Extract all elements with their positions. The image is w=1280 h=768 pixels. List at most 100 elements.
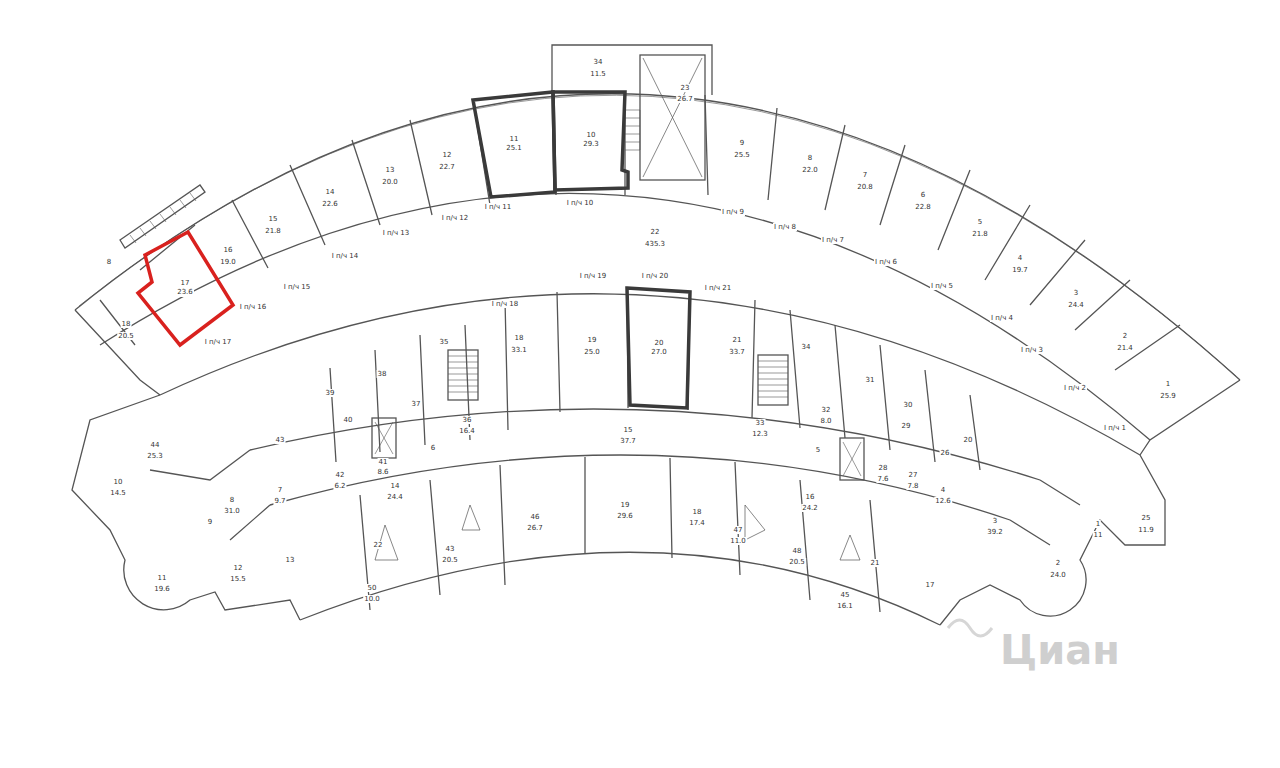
room-label: 45 [840, 591, 851, 599]
room-area: 27.0 [650, 348, 668, 357]
room-label: 8 [106, 258, 112, 266]
room-label: 29 [901, 422, 912, 430]
room-label: 41 [378, 458, 389, 466]
room-label: 7 [277, 486, 283, 494]
room-outline-shape [627, 288, 690, 408]
watermark: Циан [999, 628, 1121, 672]
room-label: I п/ч 3 [1020, 346, 1044, 354]
room-label: 20.5 [117, 332, 135, 340]
room-label: 5 [977, 218, 983, 226]
room-label: 21 [870, 559, 881, 567]
room-label: 3 [1073, 289, 1079, 297]
room-label: I п/ч 16 [239, 303, 268, 311]
room-area: 29.3 [582, 140, 600, 149]
room-label: I п/ч 20 [641, 272, 670, 280]
room-label: 25.5 [733, 151, 751, 159]
room-label: 22 [373, 541, 384, 549]
room-label: 13 [385, 166, 396, 174]
room-label: 4 [1017, 254, 1023, 262]
room-label: 25 [1141, 514, 1152, 522]
room-label: 20.0 [381, 178, 399, 186]
room-label: 12 [442, 151, 453, 159]
room-label: 22.0 [801, 166, 819, 174]
room-label: 15 [268, 215, 279, 223]
room-label: 15.5 [229, 575, 247, 583]
room-label: 2 [1122, 332, 1128, 340]
room-number: 17 [180, 279, 191, 288]
room-label: 44 [150, 441, 161, 449]
room-label: 7.8 [906, 482, 919, 490]
room-label: 16.1 [836, 602, 854, 610]
room-label: I п/ч 14 [331, 252, 360, 260]
room-label: 13 [285, 556, 296, 564]
room-label: 19 [620, 501, 631, 509]
room-label: I п/ч 7 [821, 236, 845, 244]
room-label: I п/ч 13 [382, 229, 411, 237]
room-label: 8.6 [376, 468, 389, 476]
room-label: 34 [801, 343, 812, 351]
room-label: 15 [623, 426, 634, 434]
room-label: 42 [335, 471, 346, 479]
room-label: I п/ч 4 [990, 314, 1014, 322]
room-label: 8 [229, 496, 235, 504]
room-label: 43 [275, 436, 286, 444]
room-label: 12 [233, 564, 244, 572]
room-label: 31.0 [223, 507, 241, 515]
room-label: 35 [439, 338, 450, 346]
highlighted-room: 1125.1 [468, 88, 560, 200]
room-label: I п/ч 21 [704, 284, 733, 292]
room-label: 14 [325, 188, 336, 196]
room-label: 36 [462, 416, 473, 424]
room-label: 10.0 [363, 595, 381, 603]
room-label: 12.6 [934, 497, 952, 505]
highlighted-room: 1723.6 [134, 228, 236, 348]
room-label: 28 [878, 464, 889, 472]
room-label: 9.7 [273, 497, 286, 505]
room-label: 14.5 [109, 489, 127, 497]
room-label: 30 [903, 401, 914, 409]
room-label: 25.9 [1159, 392, 1177, 400]
highlighted-room: 2027.0 [624, 285, 694, 411]
room-label: 435.3 [644, 240, 666, 248]
room-label: 20.5 [788, 558, 806, 566]
room-outline-shape [553, 92, 628, 190]
room-label: 4 [940, 486, 946, 494]
room-label: I п/ч 9 [721, 208, 745, 216]
room-label: 46 [530, 513, 541, 521]
room-label: I п/ч 12 [441, 214, 470, 222]
room-label: 11 [157, 574, 168, 582]
room-label: 6 [430, 444, 436, 452]
room-label: I п/ч 1 [1103, 424, 1127, 432]
room-text-holder: 1029.3 [550, 88, 632, 192]
room-label: I п/ч 6 [874, 258, 898, 266]
room-label: 50 [367, 584, 378, 592]
room-label: 7 [862, 171, 868, 179]
room-label: 37.7 [619, 437, 637, 445]
room-label: I п/ч 11 [484, 203, 513, 211]
room-label: 24.4 [1067, 301, 1085, 309]
room-label: 26.7 [676, 95, 694, 103]
room-label: 37 [411, 400, 422, 408]
room-label: I п/ч 18 [491, 300, 520, 308]
room-label: 24.4 [386, 493, 404, 501]
room-label: 31 [865, 376, 876, 384]
room-label: 21 [732, 336, 743, 344]
room-label: 25.3 [146, 452, 164, 460]
room-label: 3 [992, 517, 998, 525]
room-label: 6 [920, 191, 926, 199]
room-label: 6.2 [333, 482, 346, 490]
room-label: 32 [821, 406, 832, 414]
room-label: 39 [325, 389, 336, 397]
room-label: I п/ч 17 [204, 338, 233, 346]
room-label: 21.8 [971, 230, 989, 238]
room-label: 18 [121, 320, 132, 328]
room-label: 17 [925, 581, 936, 589]
room-label: 8.0 [819, 417, 832, 425]
room-label: 22.8 [914, 203, 932, 211]
room-label: 43 [445, 545, 456, 553]
room-number: 20 [654, 339, 665, 348]
room-label: 26 [940, 449, 951, 457]
room-label: 21.8 [264, 227, 282, 235]
room-label: 22 [650, 228, 661, 236]
room-label: 27 [908, 471, 919, 479]
